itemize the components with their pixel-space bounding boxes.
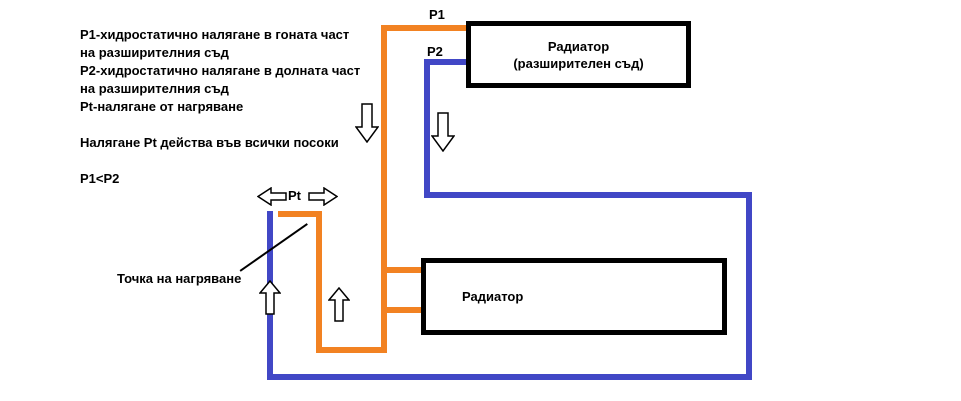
pt-label: Pt [288, 188, 301, 203]
legend-line-p1: Р1-хидростатично налягане в гоната част [80, 27, 350, 42]
hot-column-down-arrow-icon [355, 103, 379, 143]
legend-gap [80, 152, 360, 170]
cold-pipe-bottom-run [267, 374, 752, 380]
hot-pipe-main-riser [381, 25, 387, 353]
hot-pipe-radiator-stub-upper [381, 267, 426, 273]
legend-line-p2: Р2-хидростатично налягане в долната част [80, 63, 361, 78]
legend-line-p2b: на разширителния съд [80, 81, 229, 96]
pressure-relation: P1<P2 [80, 171, 120, 186]
heat-up-arrow-right-icon [328, 287, 350, 322]
radiator-title: Радиатор [462, 289, 524, 304]
expansion-vessel-radiator: Радиатор (разширителен съд) [466, 21, 691, 88]
heating-point-label: Точка на нагряване [117, 271, 242, 286]
expansion-radiator-title: Радиатор [547, 38, 610, 54]
p2-label: P2 [427, 44, 443, 59]
cold-pipe-right-drop [746, 192, 752, 380]
hot-pipe-radiator-stub-lower [381, 307, 426, 313]
expansion-radiator-subtitle: (разширителен съд) [513, 55, 644, 71]
cold-column-down-arrow-icon [431, 112, 455, 152]
pt-left-arrow-icon [257, 187, 287, 206]
legend-note: Налягане Pt действа във всички посоки [80, 135, 339, 150]
legend-text: Р1-хидростатично налягане в гоната част … [80, 26, 360, 188]
legend-gap [80, 116, 360, 134]
main-radiator: Радиатор [421, 258, 727, 335]
legend-line-p1b: на разширителния съд [80, 45, 229, 60]
heating-point-pointer-line [239, 223, 308, 272]
cold-pipe-upper-drop [424, 59, 430, 198]
hot-pipe-heater-top [278, 211, 322, 217]
cold-pipe-expansion-return [424, 59, 467, 65]
heat-up-arrow-left-icon [259, 280, 281, 315]
hot-pipe-heater-riser [316, 211, 322, 353]
hot-pipe-bottom-run [316, 347, 387, 353]
cold-pipe-upper-run [424, 192, 752, 198]
hot-pipe-expansion-feed [381, 25, 467, 31]
p1-label: P1 [429, 7, 445, 22]
legend-line-pt: Pt-налягане от нагряване [80, 99, 244, 114]
pt-right-arrow-icon [308, 187, 338, 206]
